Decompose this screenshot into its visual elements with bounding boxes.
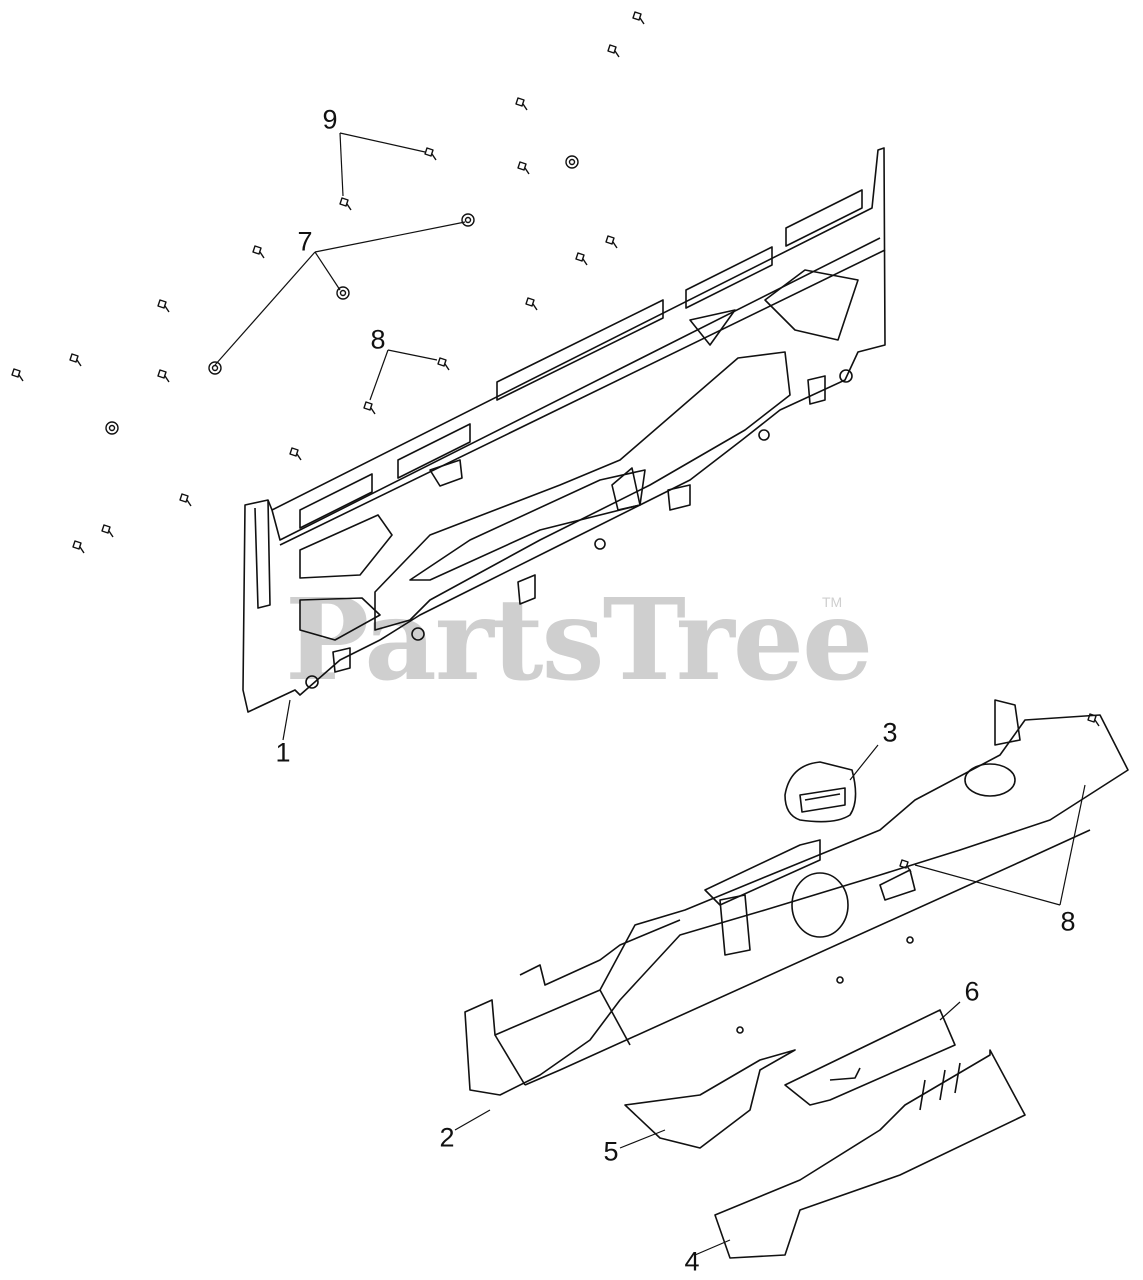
callout-1: 1 <box>275 737 291 768</box>
callout-8-lower: 8 <box>1060 906 1076 937</box>
watermark-trademark: TM <box>822 594 843 610</box>
watermark-logo: PartsTree <box>285 575 873 706</box>
callout-5: 5 <box>603 1136 619 1167</box>
callout-4: 4 <box>684 1246 700 1277</box>
callout-2: 2 <box>439 1122 455 1153</box>
part-3-grommet <box>784 761 857 823</box>
callout-6: 6 <box>964 976 980 1007</box>
callout-7: 7 <box>297 226 313 257</box>
callout-8-upper: 8 <box>370 324 386 355</box>
part-2-lower-bracket <box>464 699 1129 1096</box>
callout-3: 3 <box>882 717 898 748</box>
callout-9: 9 <box>322 104 338 135</box>
part-5-pad <box>624 1049 796 1149</box>
part-1-rear-panel <box>242 147 886 713</box>
fasteners <box>11 11 1100 873</box>
leader-lines <box>214 132 1086 1256</box>
part-6-pad <box>784 1009 956 1106</box>
part-4-pad <box>714 1049 1026 1259</box>
